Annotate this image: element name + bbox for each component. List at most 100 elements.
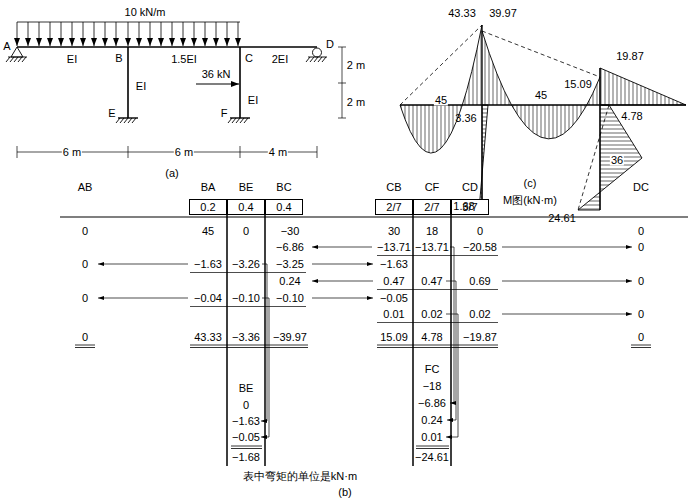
moment-value: 0	[638, 332, 644, 343]
table-header: CB	[386, 182, 401, 193]
table-rules	[60, 216, 688, 217]
carry-over-arrows	[312, 247, 372, 248]
moment-value: 0	[82, 293, 88, 304]
carry-over-arrows	[312, 281, 373, 282]
frame-members	[17, 47, 317, 118]
distribution-factor-box: 2/7	[375, 199, 413, 215]
moment-value: 4.78	[621, 111, 642, 122]
distributed-load	[161, 22, 162, 46]
moment-value: 0	[243, 226, 249, 237]
frame-members	[239, 47, 241, 118]
frame-members	[127, 47, 129, 118]
moment-value: −18	[423, 381, 442, 392]
moment-value: −20.58	[463, 242, 497, 253]
factor-value: 2/7	[386, 202, 401, 213]
distributed-load	[61, 22, 62, 46]
moment-value: 3.36	[455, 113, 476, 124]
stiffness-label: EI	[67, 54, 77, 65]
table-rules	[75, 345, 651, 348]
table-header: DC	[633, 182, 649, 193]
moment-value: −0.10	[276, 293, 304, 304]
distributed-load	[94, 22, 95, 46]
stiffness-label: EI	[248, 95, 258, 106]
distributed-load	[150, 22, 151, 46]
stiffness-label: EI	[136, 81, 146, 92]
diagram-title: M图(kN·m)	[503, 195, 557, 206]
moment-value: 0	[82, 259, 88, 270]
moment-value: −1.63	[194, 259, 222, 270]
moment-diagram	[600, 68, 686, 105]
moment-value: −0.05	[232, 432, 260, 443]
carry-over-arrows	[312, 298, 373, 299]
supports	[6, 47, 327, 123]
carry-over-arrows	[312, 264, 373, 265]
frame-members	[17, 46, 317, 48]
table-header: BA	[201, 182, 216, 193]
supports	[306, 57, 326, 62]
figure-label: (b)	[338, 487, 351, 498]
distributed-load	[116, 22, 117, 46]
distributed-load	[172, 22, 173, 46]
moment-value: 36	[610, 155, 624, 166]
moment-value: −1.63	[380, 259, 408, 270]
moment-value: −6.86	[418, 398, 446, 409]
table-header: AB	[78, 182, 93, 193]
moment-value: 43.33	[194, 332, 222, 343]
moment-diagram	[578, 105, 642, 210]
distributed-load	[139, 22, 140, 46]
moment-diagram	[400, 25, 609, 210]
distributed-load	[205, 22, 206, 46]
moment-diagram	[400, 25, 686, 210]
distributed-load	[17, 22, 240, 46]
load-label: 10 kN/m	[125, 7, 166, 18]
distributed-load	[72, 22, 73, 46]
distributed-load	[17, 22, 18, 46]
distributed-load	[183, 22, 184, 46]
moment-value: 43.33	[448, 8, 476, 19]
moment-diagram	[482, 31, 600, 139]
moment-value: 4.78	[421, 332, 442, 343]
joint-label: C	[245, 53, 253, 64]
moment-diagram	[400, 25, 482, 153]
load-label: 36 kN	[202, 69, 231, 80]
carry-over-arrows	[502, 314, 632, 315]
point-load-arrow	[196, 83, 239, 84]
dimension-label: 6 m	[174, 147, 194, 158]
moment-diagram	[400, 25, 686, 210]
carry-over-arrows	[261, 298, 269, 437]
moment-value: −39.97	[273, 332, 307, 343]
table-header: BC	[276, 182, 291, 193]
moment-value: −24.61	[415, 452, 449, 463]
distributed-load	[238, 22, 239, 46]
moment-value: 0	[243, 400, 249, 411]
moment-value: −13.71	[377, 242, 411, 253]
moment-value: −13.71	[415, 242, 449, 253]
moment-value: −3.25	[276, 259, 304, 270]
carry-over-arrows	[502, 281, 632, 282]
moment-value: 0	[477, 226, 483, 237]
moment-value: 39.97	[489, 8, 517, 19]
carry-over-arrows	[450, 247, 454, 403]
joint-label: F	[221, 108, 228, 119]
supports	[228, 118, 248, 123]
carry-over-arrows	[446, 281, 456, 420]
carry-over-arrows	[98, 298, 188, 299]
dimension-lines	[338, 47, 346, 118]
moment-value: 45	[202, 226, 214, 237]
distributed-load	[83, 22, 84, 46]
dimension-label: 2 m	[347, 60, 365, 71]
supports	[116, 118, 136, 123]
moment-value: 45	[434, 95, 448, 106]
dimension-label: 4 m	[268, 147, 288, 158]
distribution-factor-box: 0.4	[227, 199, 265, 215]
distributed-load	[39, 22, 40, 46]
moment-value: −0.04	[194, 293, 222, 304]
moment-value: 0	[638, 276, 644, 287]
moment-value: 0.24	[421, 415, 442, 426]
moment-value: 15.09	[380, 332, 408, 343]
distribution-factor-box: 2/7	[413, 199, 451, 215]
moment-value: 24.61	[548, 213, 576, 224]
distributed-load	[216, 22, 217, 46]
moment-value: 0	[638, 309, 644, 320]
